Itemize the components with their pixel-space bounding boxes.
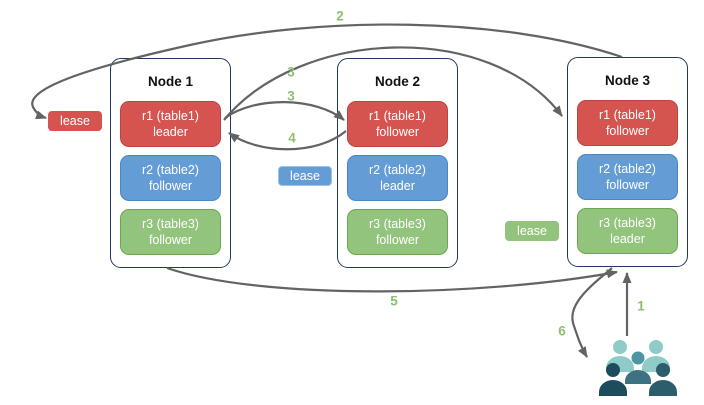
replica-name: r1 (table1) bbox=[142, 109, 199, 123]
node-1-container: Node 1 r1 (table1) leader r2 (table2) fo… bbox=[110, 58, 231, 268]
step-label-4: 4 bbox=[288, 130, 296, 146]
replica-role: follower bbox=[148, 179, 193, 193]
step-label-1: 1 bbox=[637, 298, 645, 314]
step-label-6: 6 bbox=[558, 323, 566, 339]
node-1-title: Node 1 bbox=[147, 74, 193, 89]
node-1-replica-r1: r1 (table1) leader bbox=[120, 101, 221, 147]
replica-role: leader bbox=[380, 179, 415, 193]
node-2-title: Node 2 bbox=[374, 74, 420, 89]
node-1-replica-r2: r2 (table2) follower bbox=[120, 155, 221, 201]
replica-role: follower bbox=[605, 124, 650, 138]
lease-chip-blue: lease bbox=[278, 166, 332, 186]
replica-role: follower bbox=[375, 125, 420, 139]
replica-role: leader bbox=[610, 232, 645, 246]
lease-chip-green: lease bbox=[505, 221, 559, 241]
node-2-container: Node 2 r1 (table1) follower r2 (table2) … bbox=[337, 58, 458, 268]
replica-role: leader bbox=[153, 125, 188, 139]
node-3-container: Node 3 r1 (table1) follower r2 (table2) … bbox=[567, 57, 688, 267]
node-3-replica-r1: r1 (table1) follower bbox=[577, 100, 678, 146]
step-label-2: 2 bbox=[336, 8, 344, 24]
step-label-3b: 3 bbox=[287, 88, 295, 104]
replica-role: follower bbox=[375, 233, 420, 247]
replica-name: r2 (table2) bbox=[142, 163, 199, 177]
replica-name: r1 (table1) bbox=[369, 109, 426, 123]
replica-name: r3 (table3) bbox=[599, 216, 656, 230]
node-2-replica-r3: r3 (table3) follower bbox=[347, 209, 448, 255]
lease-chip-red: lease bbox=[48, 111, 102, 131]
replica-name: r3 (table3) bbox=[369, 217, 426, 231]
step-label-3a: 3 bbox=[287, 64, 295, 80]
replica-name: r2 (table2) bbox=[369, 163, 426, 177]
node-1-replica-r3: r3 (table3) follower bbox=[120, 209, 221, 255]
step-label-5: 5 bbox=[390, 293, 398, 309]
replica-name: r2 (table2) bbox=[599, 162, 656, 176]
arrow-step-5 bbox=[166, 266, 618, 293]
node-3-replica-r3: r3 (table3) leader bbox=[577, 208, 678, 254]
node-3-title: Node 3 bbox=[604, 73, 650, 88]
replica-role: follower bbox=[148, 233, 193, 247]
replica-role: follower bbox=[605, 178, 650, 192]
arrow-step-3-local bbox=[224, 101, 345, 121]
replica-name: r1 (table1) bbox=[599, 108, 656, 122]
node-2-replica-r1: r1 (table1) follower bbox=[347, 101, 448, 147]
node-2-replica-r2: r2 (table2) leader bbox=[347, 155, 448, 201]
users-icon bbox=[599, 340, 677, 396]
replica-name: r3 (table3) bbox=[142, 217, 199, 231]
node-3-replica-r2: r2 (table2) follower bbox=[577, 154, 678, 200]
